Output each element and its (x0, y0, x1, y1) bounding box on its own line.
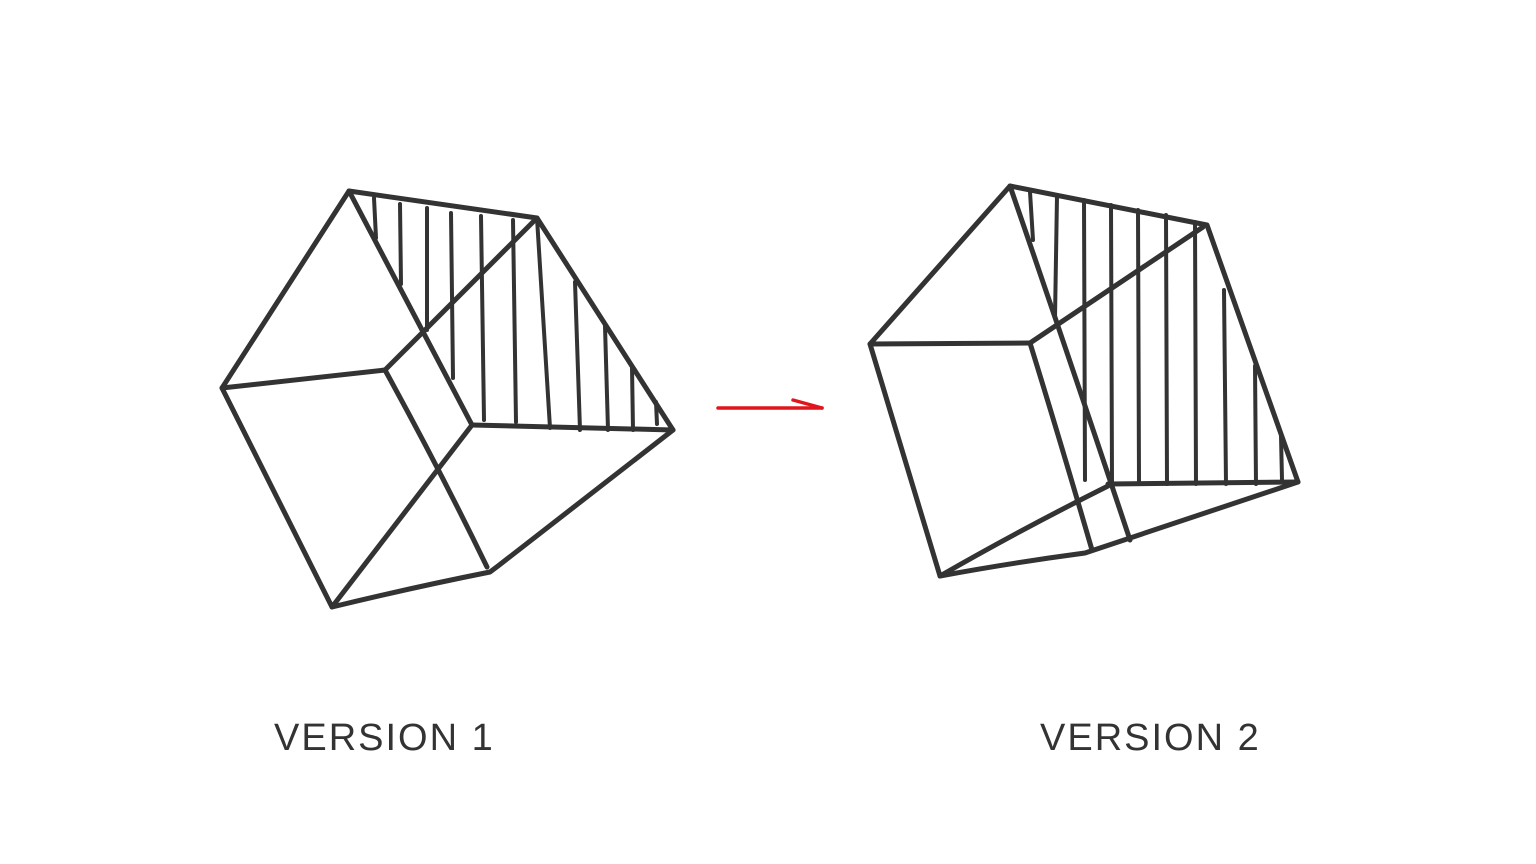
v1-edge-left-inner (219, 367, 388, 391)
v2-edge-back-right (1105, 479, 1301, 487)
v2-edge-front-right (1027, 340, 1095, 553)
v2-outline (867, 183, 1301, 579)
v2-edge-top-back (1007, 183, 1133, 543)
v2-edge-back-bottom (937, 483, 1111, 579)
version-1-sketch (219, 188, 676, 610)
v1-edge-back-right (469, 422, 676, 433)
v1-edge-top-back (346, 188, 475, 428)
version-2-sketch (867, 183, 1301, 579)
version-1-label: VERSION 1 (274, 717, 495, 759)
v1-outline (219, 188, 676, 610)
arrow-right-icon (716, 398, 824, 410)
v2-hatching (1028, 190, 1284, 486)
version-2-label: VERSION 2 (1040, 717, 1261, 759)
v2-edge-front-top (867, 340, 1033, 347)
v1-edge-back-bottom (329, 422, 475, 610)
v1-hatching (372, 196, 659, 432)
